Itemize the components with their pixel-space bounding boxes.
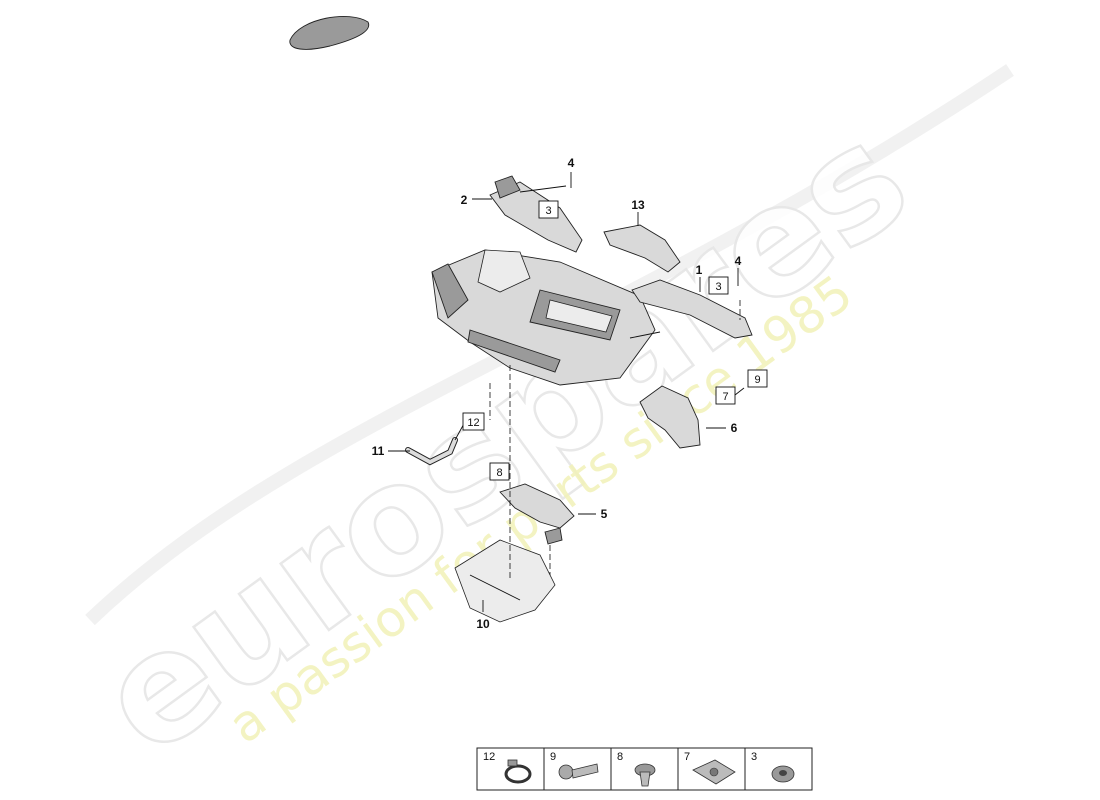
expanding-rivet-icon	[634, 763, 656, 787]
svg-text:12: 12	[467, 417, 479, 429]
svg-text:9: 9	[754, 374, 760, 386]
cover-10	[454, 539, 556, 623]
svg-text:8: 8	[496, 467, 502, 479]
callout-5: 5	[601, 507, 608, 521]
fastener-legend: 12 9 8 7	[476, 747, 813, 791]
boxed-callout-3a: 3	[538, 200, 559, 219]
svg-text:3: 3	[751, 751, 757, 763]
air-duct-5	[499, 483, 575, 529]
air-duct-1	[631, 279, 753, 339]
callout-1: 1	[696, 263, 703, 277]
legend-item-8: 8	[617, 751, 656, 787]
bolt-icon	[558, 763, 599, 780]
boxed-callout-3b: 3	[708, 276, 729, 295]
svg-text:3: 3	[545, 205, 551, 217]
svg-text:3: 3	[715, 281, 721, 293]
callout-11: 11	[372, 444, 385, 458]
air-duct-2	[489, 181, 583, 253]
boxed-callout-8: 8	[489, 462, 510, 481]
boxed-callout-9: 9	[747, 369, 768, 388]
cover-thumbnail	[289, 15, 370, 50]
boxed-callout-12: 12	[462, 412, 485, 431]
svg-text:7: 7	[722, 391, 728, 403]
svg-text:9: 9	[550, 751, 556, 763]
air-duct-6	[639, 385, 701, 449]
watermark-swoosh	[85, 64, 1014, 626]
legend-item-12: 12	[483, 751, 532, 784]
hvac-housing	[431, 249, 661, 386]
hose-clamp-icon	[504, 759, 532, 784]
nut-icon	[771, 765, 795, 783]
callout-4b: 4	[735, 254, 742, 268]
legend-item-3: 3	[751, 751, 795, 783]
watermark: eurospares a passion for parts since 198…	[68, 64, 1014, 790]
callout-6: 6	[731, 421, 738, 435]
svg-text:12: 12	[483, 751, 495, 763]
callout-2: 2	[461, 193, 468, 207]
callout-4a: 4	[568, 156, 575, 170]
air-duct-13	[603, 224, 681, 273]
legend-item-9: 9	[550, 751, 599, 780]
svg-text:8: 8	[617, 751, 623, 763]
boxed-callout-7: 7	[715, 386, 736, 405]
callout-10: 10	[476, 617, 490, 631]
spring-clip-icon	[692, 759, 736, 785]
callout-13: 13	[631, 198, 645, 212]
svg-text:7: 7	[684, 751, 690, 763]
legend-item-7: 7	[684, 751, 736, 785]
